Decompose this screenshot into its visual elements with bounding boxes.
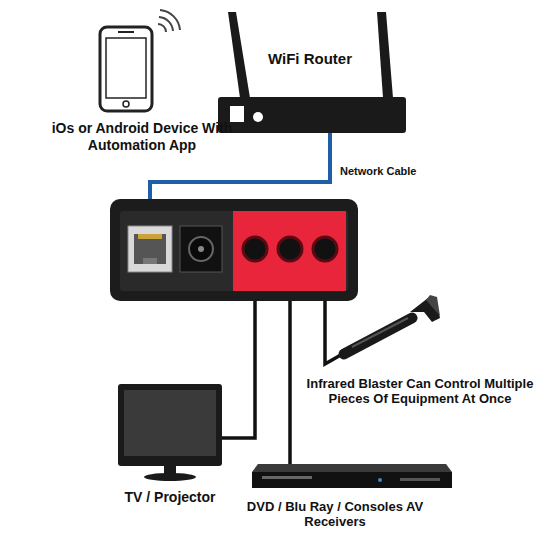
node-text: DVD / Blu Ray / Consoles AV Receivers [242,499,428,530]
node-text: WiFi Router [252,50,368,68]
cable-label: Network Cable [338,165,418,178]
phone-icon [100,10,180,111]
device-label: iOs or Android Device With Automation Ap… [42,118,242,155]
node-text: iOs or Android Device With Automation Ap… [44,120,240,153]
dvd-player [252,464,452,488]
blaster-label: Infrared Blaster Can Control Multiple Pi… [302,374,538,409]
router-label: WiFi Router [250,48,370,70]
tv-icon [118,384,222,481]
node-text: TV / Projector [82,489,258,506]
ir-hub [110,199,358,301]
router-icon [218,12,406,133]
player-label: DVD / Blu Ray / Consoles AV Receivers [240,497,430,532]
ir-blaster [344,295,440,354]
tv-label: TV / Projector [80,487,260,508]
node-text: Infrared Blaster Can Control Multiple Pi… [304,376,536,407]
